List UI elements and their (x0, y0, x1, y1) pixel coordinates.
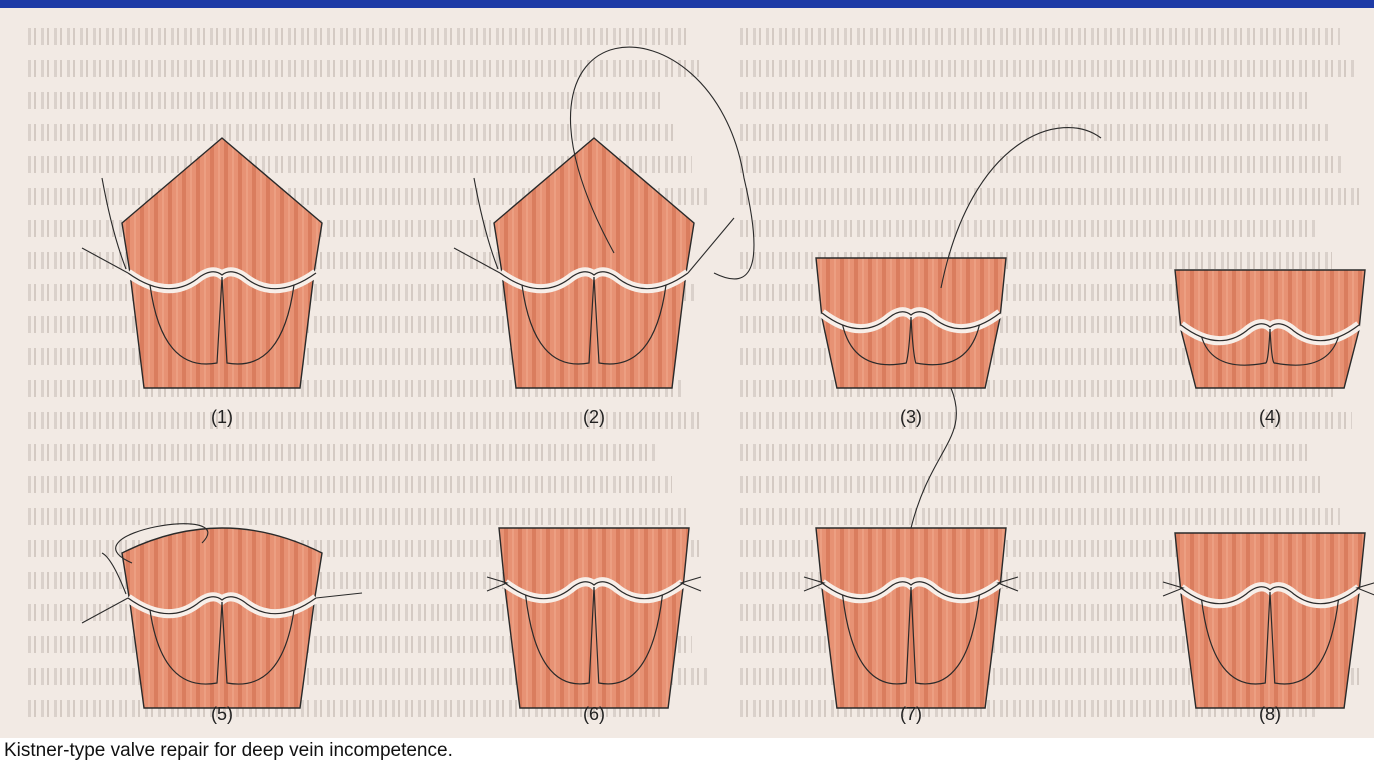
figure-caption: Kistner-type valve repair for deep vein … (4, 740, 453, 762)
vein-valve-panel: (4) (1175, 270, 1365, 427)
suture-thread (316, 593, 362, 598)
vein-valve-panel: (5) (82, 524, 362, 724)
vein-wall (122, 138, 322, 388)
suture-thread (82, 248, 128, 273)
book-page-scan: (1) (2) (3) (4) (5) (6) (7) (8) (0, 8, 1374, 738)
panel-label: (6) (583, 704, 605, 724)
vein-valve-panel: (3) (816, 128, 1101, 427)
panel-label: (7) (900, 704, 922, 724)
panel-label: (3) (900, 407, 922, 427)
vein-valve-panel: (7) (804, 388, 1018, 724)
panel-label: (8) (1259, 704, 1281, 724)
vein-wall (122, 528, 322, 708)
panel-label: (4) (1259, 407, 1281, 427)
suture-thread (454, 248, 500, 273)
panel-label: (1) (211, 407, 233, 427)
vein-wall (494, 138, 694, 388)
vein-valve-panel: (8) (1163, 533, 1374, 724)
vein-wall (499, 528, 689, 708)
vein-valve-panel: (2) (454, 47, 754, 427)
figure-caption-bar: Kistner-type valve repair for deep vein … (0, 738, 1374, 763)
vein-wall (816, 528, 1006, 708)
valve-repair-figure: (1) (2) (3) (4) (5) (6) (7) (8) (0, 8, 1374, 738)
suture-thread (688, 218, 734, 273)
suture-thread (82, 598, 128, 623)
vein-valve-panel: (1) (82, 138, 322, 427)
vein-wall (1175, 533, 1365, 708)
vein-valve-panel: (6) (487, 528, 701, 724)
panel-label: (5) (211, 704, 233, 724)
panel-label: (2) (583, 407, 605, 427)
